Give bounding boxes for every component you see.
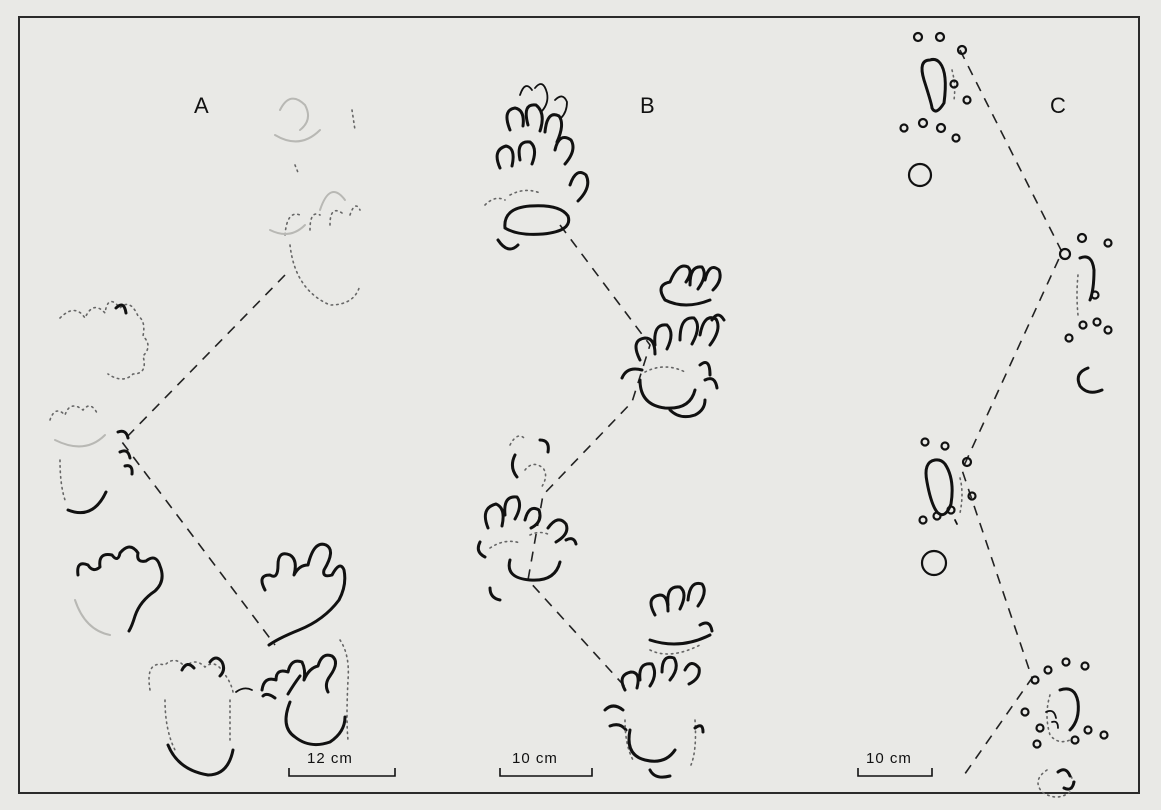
panel-b-print-fourth: [605, 583, 712, 777]
panel-c-print-fourth: [1022, 659, 1108, 798]
panel-b-print-top: [485, 84, 588, 249]
panel-a-label: A: [194, 93, 209, 118]
panel-b-print-second: [622, 266, 724, 417]
panel-a: A: [50, 93, 395, 776]
panel-b-scale-label: 10 cm: [512, 750, 558, 767]
panel-a-trackway-line: [122, 275, 285, 645]
panel-b-trackway-line: [528, 225, 650, 690]
panel-c: C: [858, 33, 1112, 797]
panel-c-print-second: [1060, 234, 1112, 392]
panel-a-print-upper-faint: [270, 99, 360, 305]
panel-a-print-left-middle: [60, 431, 132, 512]
panel-c-print-top: [901, 33, 971, 186]
panel-b-print-third: [478, 436, 576, 600]
panel-a-print-bottom-center: [149, 658, 252, 775]
panel-a-print-bottom-lowest: [262, 640, 348, 745]
panel-a-scale-label: 12 cm: [307, 750, 353, 767]
panel-b-label: B: [640, 93, 655, 118]
panel-a-print-left-upper: [50, 302, 148, 447]
panel-c-trackway-line: [960, 50, 1062, 778]
panel-c-scale-label: 10 cm: [866, 750, 912, 767]
panel-c-label: C: [1050, 93, 1066, 118]
panel-c-print-third: [920, 439, 976, 576]
panel-b: B: [478, 84, 724, 777]
panel-a-print-bottom-left: [75, 547, 162, 635]
panel-b-scale-bar: 10 cm: [500, 750, 592, 776]
panel-a-print-bottom-right: [262, 544, 345, 645]
panel-c-scale-bar: 10 cm: [858, 750, 932, 776]
panel-a-scale-bar: 12 cm: [289, 750, 395, 776]
